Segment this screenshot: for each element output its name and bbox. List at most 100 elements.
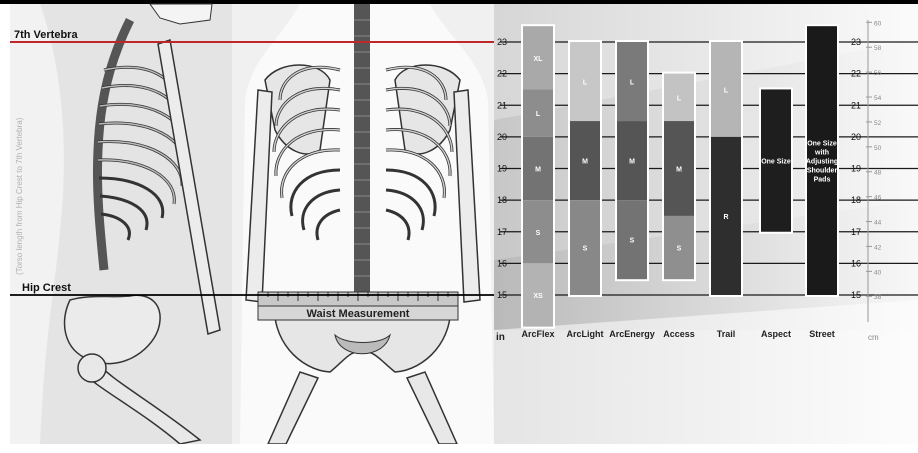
cm-tick-38: 38	[874, 294, 882, 301]
back-spine	[354, 4, 370, 304]
size-segment-s	[570, 200, 600, 295]
inch-tick-left-22: 22	[497, 69, 507, 79]
size-label: L	[583, 80, 588, 87]
size-label: R	[723, 214, 728, 221]
size-label: S	[536, 230, 541, 237]
pack-arcflex: XL L M S XS ArcFlex	[521, 24, 555, 339]
unit-cm-label: cm	[868, 333, 879, 342]
hip-crest-label: Hip Crest	[22, 282, 71, 294]
size-label: L	[724, 87, 729, 94]
size-segment-s	[523, 200, 553, 264]
size-label: Pads	[814, 177, 831, 184]
size-label: XS	[533, 293, 543, 300]
pack-arcenergy: L M S ArcEnergy	[609, 40, 655, 339]
size-segment-l	[523, 89, 553, 137]
sacrum	[334, 333, 391, 355]
inch-tick-left-20: 20	[497, 132, 507, 142]
hip-joint	[77, 353, 107, 383]
size-label: M	[676, 167, 682, 174]
size-label: S	[630, 238, 635, 245]
inch-tick-left-23: 23	[497, 37, 507, 47]
photo-fade	[494, 4, 918, 444]
waist-label-box	[257, 305, 459, 321]
pack-name-access: Access	[663, 329, 695, 339]
back-skeleton-illustration: Waist Measurement	[232, 4, 494, 445]
vertebra-label: 7th Vertebra	[14, 29, 78, 41]
side-spine	[92, 17, 135, 271]
pack-name-arcenergy: ArcEnergy	[609, 329, 655, 339]
cm-tick-42: 42	[874, 244, 882, 251]
size-segment-l	[711, 42, 741, 137]
size-segment-m	[523, 136, 553, 201]
size-label: S	[583, 246, 588, 253]
size-label: M	[629, 159, 635, 166]
bottom-margin	[0, 444, 918, 453]
cm-tick-50: 50	[874, 145, 882, 152]
pack-name-trail: Trail	[717, 329, 736, 339]
size-label: L	[630, 80, 635, 87]
cm-tick-56: 56	[874, 70, 882, 77]
inch-tick-right-23: 23	[851, 37, 861, 47]
size-segment-one-size	[761, 89, 791, 232]
inch-tick-right-15: 15	[851, 290, 861, 300]
size-segment-xl	[523, 26, 553, 90]
side-skeleton-illustration: (Torso length from Hip Crest to 7th Vert…	[10, 3, 232, 445]
size-segment-one-size-with-adjusting-shoulder-pads	[807, 26, 837, 295]
pack-trail: L R Trail	[709, 40, 743, 339]
pack-name-arcflex: ArcFlex	[521, 329, 554, 339]
size-label: Adjusting	[806, 159, 838, 166]
waist-measurement-label: Waist Measurement	[307, 308, 410, 320]
size-segment-m	[570, 121, 600, 201]
size-segment-s	[617, 200, 647, 280]
credit-text: (Torso length from Hip Crest to 7th Vert…	[15, 117, 24, 275]
size-segment-m	[617, 121, 647, 201]
size-segment-xs	[523, 263, 553, 327]
inch-tick-left-18: 18	[497, 195, 507, 205]
inch-tick-left-15: 15	[497, 290, 507, 300]
cm-tick-44: 44	[874, 220, 882, 227]
size-label: L	[677, 95, 682, 102]
size-label: with	[814, 150, 829, 157]
pack-name-street: Street	[809, 329, 835, 339]
inch-tick-right-16: 16	[851, 258, 861, 268]
size-label: XL	[534, 56, 544, 63]
size-segment-l	[617, 42, 647, 122]
size-segment-r	[711, 136, 741, 295]
inch-tick-left-21: 21	[497, 100, 507, 110]
cm-tick-58: 58	[874, 45, 882, 52]
inch-tick-right-18: 18	[851, 195, 861, 205]
side-pelvis	[63, 294, 161, 365]
back-right-arm	[453, 89, 481, 303]
size-segment-m	[664, 121, 694, 216]
inch-tick-left-19: 19	[497, 164, 507, 174]
inch-tick-right-20: 20	[851, 132, 861, 142]
inch-tick-right-21: 21	[851, 100, 861, 110]
size-label: L	[536, 111, 541, 118]
vertebrae-ticks	[354, 19, 370, 277]
unit-inch-label: in	[496, 332, 505, 343]
cm-tick-52: 52	[874, 120, 882, 127]
cm-tick-46: 46	[874, 195, 882, 202]
size-label: One Size	[761, 159, 791, 166]
size-segment-l	[664, 73, 694, 122]
inch-tick-right-22: 22	[851, 69, 861, 79]
size-label: M	[582, 159, 588, 166]
inch-tick-left-17: 17	[497, 227, 507, 237]
background-photo	[494, 4, 918, 444]
pack-name-aspect: Aspect	[761, 329, 791, 339]
cm-tick-48: 48	[874, 170, 882, 177]
size-label: One Size	[807, 141, 837, 148]
body-silhouette	[10, 4, 64, 444]
inch-tick-right-19: 19	[851, 164, 861, 174]
cm-tick-54: 54	[874, 95, 882, 102]
size-bars: XL L M S XS ArcFlex L M S ArcLight L M S ArcEnergy L M S…	[521, 24, 839, 339]
size-label: M	[535, 167, 541, 174]
size-segment-s	[664, 215, 694, 280]
pack-name-arclight: ArcLight	[567, 329, 604, 339]
top-border	[0, 0, 918, 4]
size-label: Shoulder	[807, 168, 838, 175]
